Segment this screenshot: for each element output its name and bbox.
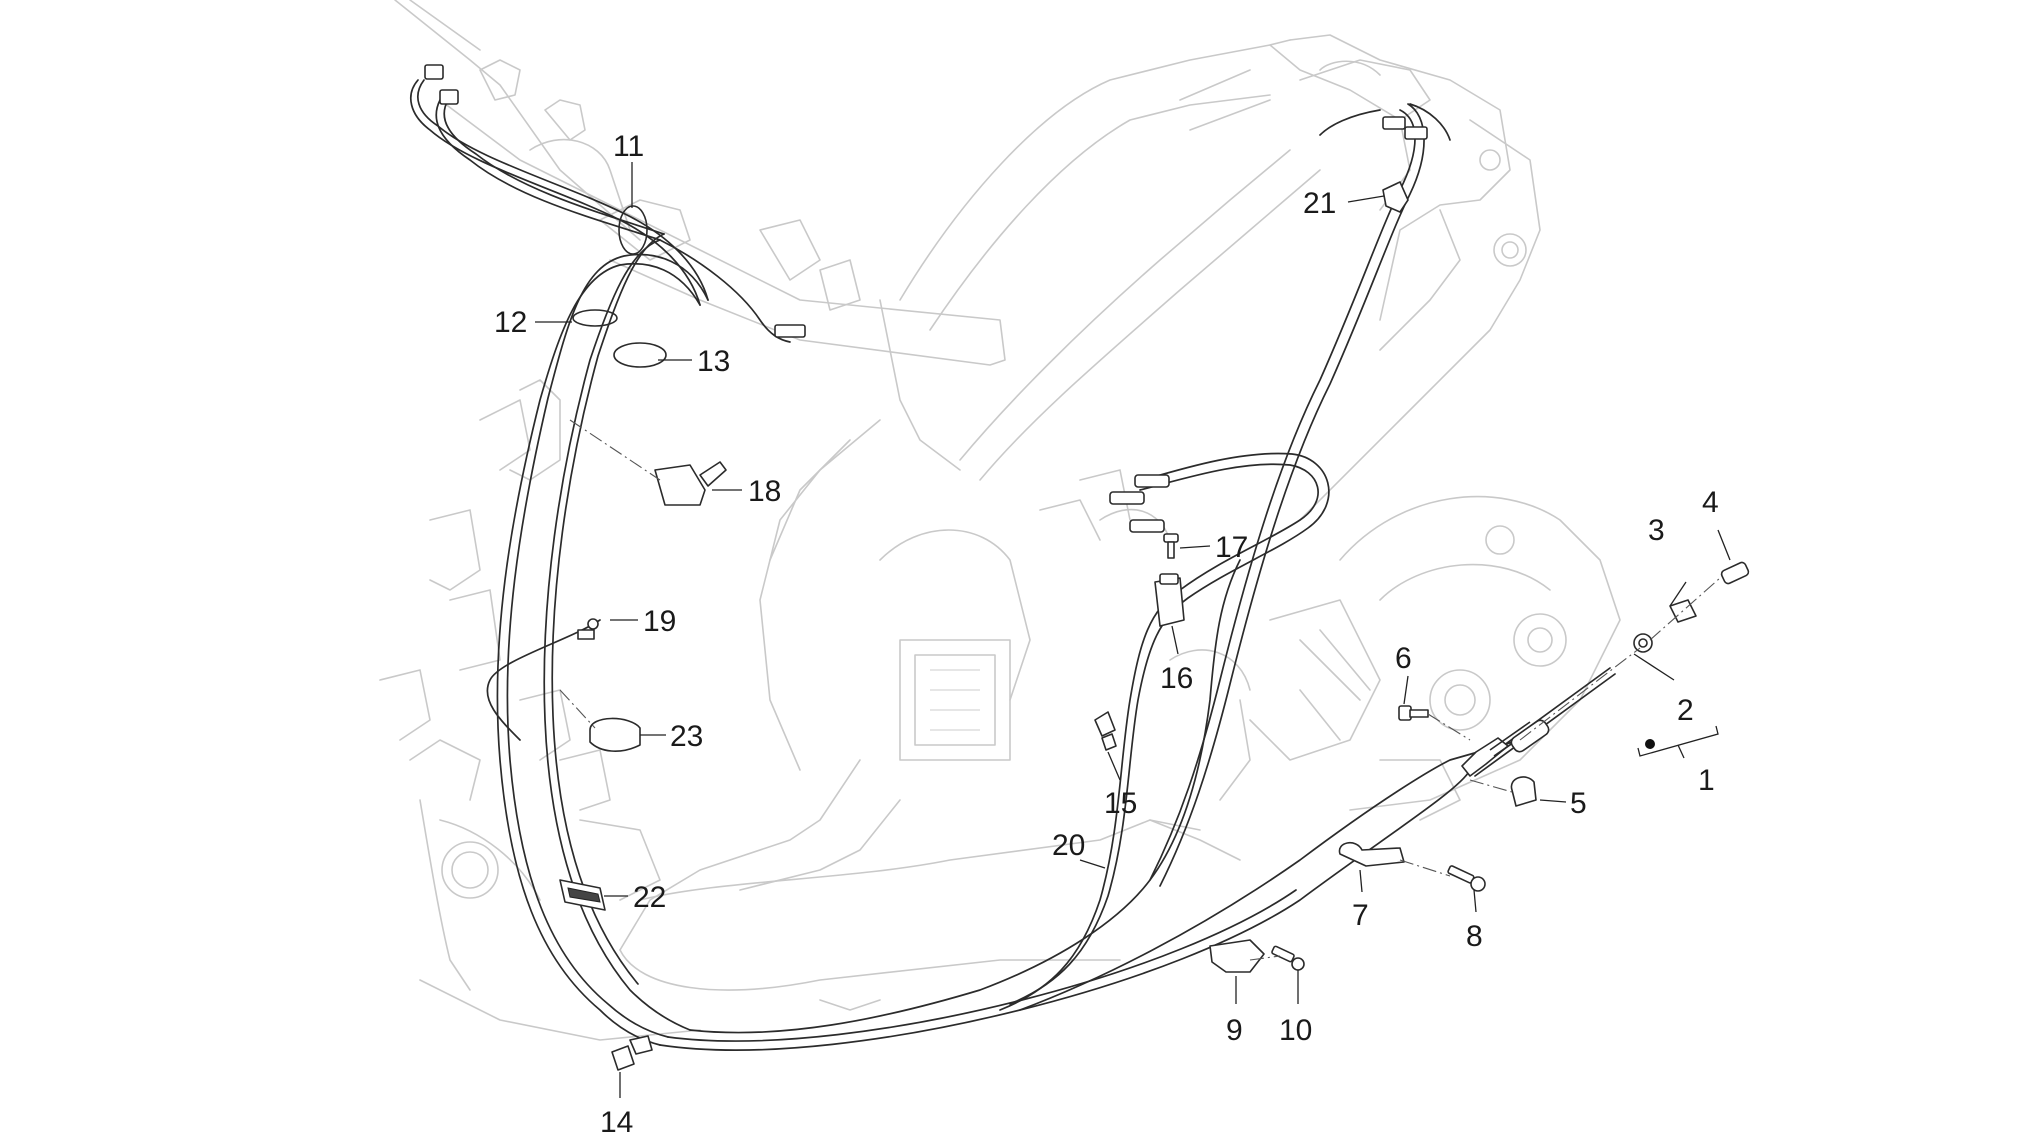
callout-4: 4: [1702, 486, 1719, 519]
connector-part: [439, 89, 459, 105]
connector-part: [1382, 116, 1406, 130]
part-12-clip: [572, 309, 618, 327]
part-19-end: [587, 618, 599, 630]
part-9-bracket: [1209, 939, 1265, 973]
callout-7: 7: [1352, 899, 1369, 932]
part-17-screw: [1163, 533, 1179, 559]
callout-22: 22: [633, 881, 666, 914]
callout-8: 8: [1466, 920, 1483, 953]
connector-part: [1404, 126, 1428, 140]
callout-1: 1: [1698, 764, 1715, 797]
callout-3: 3: [1648, 514, 1665, 547]
callout-14: 14: [600, 1106, 633, 1135]
callout-5: 5: [1570, 787, 1587, 820]
callout-6: 6: [1395, 642, 1412, 675]
part-13-clip: [613, 342, 667, 368]
callout-23: 23: [670, 720, 703, 753]
small-parts: [424, 64, 1750, 1071]
part-1-cable: [1461, 719, 1655, 777]
callout-9: 9: [1226, 1014, 1243, 1047]
callout-18: 18: [748, 475, 781, 508]
callout-labels: 1 2 3 4 5 6 7 8 9 10 11 12 13 14 15 16 1…: [494, 130, 1719, 1135]
connector-part: [1109, 491, 1145, 505]
part-21-clip: [1382, 181, 1409, 213]
part-22-tie: [559, 879, 606, 911]
part-2-nut: [1633, 633, 1653, 653]
callout-21: 21: [1303, 187, 1336, 220]
alignment-lines: [559, 419, 1721, 961]
part-14-clip: [611, 1035, 653, 1071]
part-23-clamp: [589, 717, 641, 752]
callout-11: 11: [613, 130, 644, 163]
scooter-frame: [379, 0, 1621, 1041]
callout-10: 10: [1279, 1014, 1312, 1047]
callout-20: 20: [1052, 829, 1085, 862]
callout-15: 15: [1104, 787, 1137, 820]
callout-12: 12: [494, 306, 527, 339]
connector-part: [1134, 474, 1170, 488]
part-10-bolt: [1271, 945, 1305, 971]
callout-19: 19: [643, 605, 676, 638]
callout-2: 2: [1677, 694, 1694, 727]
part-8-bolt: [1447, 865, 1486, 892]
callout-16: 16: [1160, 662, 1193, 695]
part-18-clamp: [654, 461, 727, 506]
leader-lines: [535, 162, 1731, 1098]
part-11-clip: [618, 205, 648, 255]
part-5-bracket: [1510, 776, 1537, 807]
connector-part: [1129, 519, 1165, 533]
part-4-bolt: [1720, 561, 1750, 585]
part-6-bolt: [1398, 705, 1429, 721]
part-7-bracket: [1338, 842, 1405, 867]
part-16-holder: [1154, 573, 1185, 627]
connector-part: [774, 324, 806, 338]
part-15-clip: [1094, 711, 1117, 751]
part-19-end: [577, 629, 595, 640]
connector-part: [424, 64, 444, 80]
callout-17: 17: [1215, 531, 1248, 564]
callout-13: 13: [697, 345, 730, 378]
